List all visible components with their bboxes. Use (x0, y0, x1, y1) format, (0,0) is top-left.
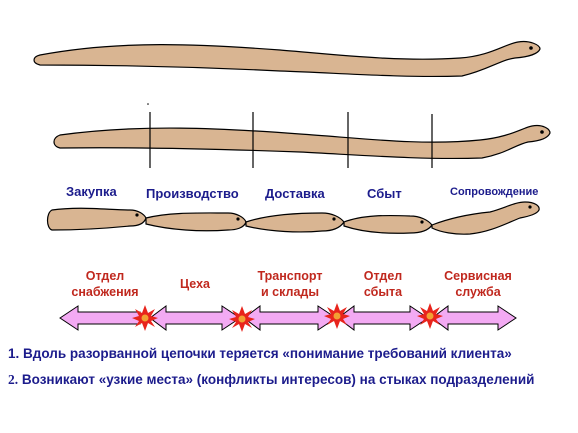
stage-label-sales: Сбыт (367, 186, 402, 201)
department-arrows (59, 305, 517, 331)
conflict-burst-icon (417, 303, 443, 329)
dept-label-supply: Отдел снабжения (68, 268, 142, 300)
worm-segment (431, 201, 540, 235)
dept-label-line: Отдел (85, 269, 125, 283)
note-number: 2. (8, 372, 19, 387)
worm-eye (529, 46, 533, 50)
worm-eye (540, 130, 544, 134)
dept-arrow (243, 305, 337, 331)
dept-label-workshops: Цеха (160, 276, 230, 292)
worm-divided (53, 103, 551, 168)
worm-whole (33, 40, 541, 78)
worm-segments (46, 201, 540, 235)
dept-label-line: Цеха (180, 277, 210, 291)
dept-label-line: Транспорт (257, 269, 323, 283)
conflict-bursts (132, 303, 443, 332)
dept-label-transport: Транспорт и склады (252, 268, 328, 300)
conflict-burst-icon (324, 303, 350, 329)
dept-arrow (59, 305, 141, 331)
stage-label-delivery: Доставка (265, 186, 325, 201)
stage-label-purchasing: Закупка (66, 184, 117, 199)
worm-segment (145, 212, 247, 232)
dept-label-line: снабжения (71, 285, 139, 299)
note-2: 2. Возникают «узкие места» (конфликты ин… (8, 372, 534, 388)
dept-label-line: и склады (260, 285, 320, 299)
stage-label-production: Производство (146, 186, 239, 201)
stage-label-support: Сопровождение (450, 186, 539, 198)
dept-label-service: Сервисная служба (440, 268, 516, 300)
worm-segment (46, 207, 147, 231)
dept-label-line: сбыта (363, 285, 403, 299)
worm-segment (343, 214, 433, 234)
conflict-burst-icon (229, 306, 255, 332)
conflict-burst-icon (132, 305, 158, 331)
note-text: Вдоль разорванной цепочки теряется «пони… (23, 346, 512, 361)
dept-label-line: служба (455, 285, 501, 299)
dept-label-line: Сервисная (444, 269, 512, 283)
dept-label-sales-dept: Отдел сбыта (350, 268, 416, 300)
dept-arrow (431, 305, 517, 331)
dept-label-line: Отдел (363, 269, 403, 283)
note-text: Возникают «узкие места» (конфликты интер… (21, 372, 535, 387)
dept-arrow (337, 305, 429, 331)
worm-segment (245, 212, 345, 233)
note-1: 1. Вдоль разорванной цепочки теряется «п… (8, 346, 512, 361)
note-number: 1. (8, 346, 20, 361)
dept-arrow (149, 305, 241, 331)
